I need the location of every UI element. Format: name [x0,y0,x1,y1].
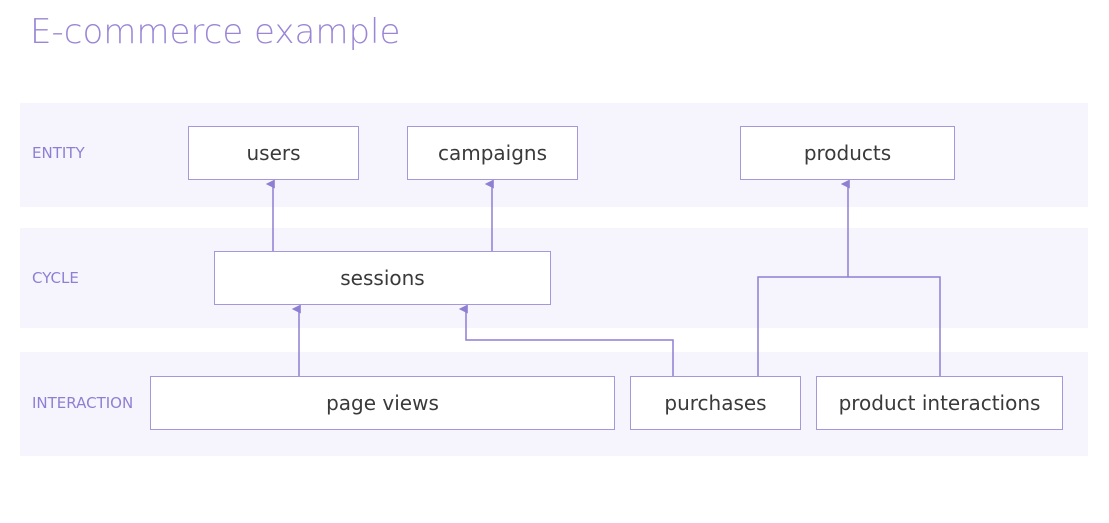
interaction-layer-label: INTERACTION [32,394,134,412]
cycle-band [20,228,1088,328]
node-users: users [188,126,359,180]
node-purchases: purchases [630,376,801,430]
node-campaigns: campaigns [407,126,578,180]
node-sessions: sessions [214,251,551,305]
page-title: E-commerce example [30,12,401,52]
node-product-interactions: product interactions [816,376,1063,430]
cycle-layer-label: CYCLE [32,269,79,287]
entity-layer-label: ENTITY [32,144,85,162]
node-products: products [740,126,955,180]
node-page-views: page views [150,376,615,430]
